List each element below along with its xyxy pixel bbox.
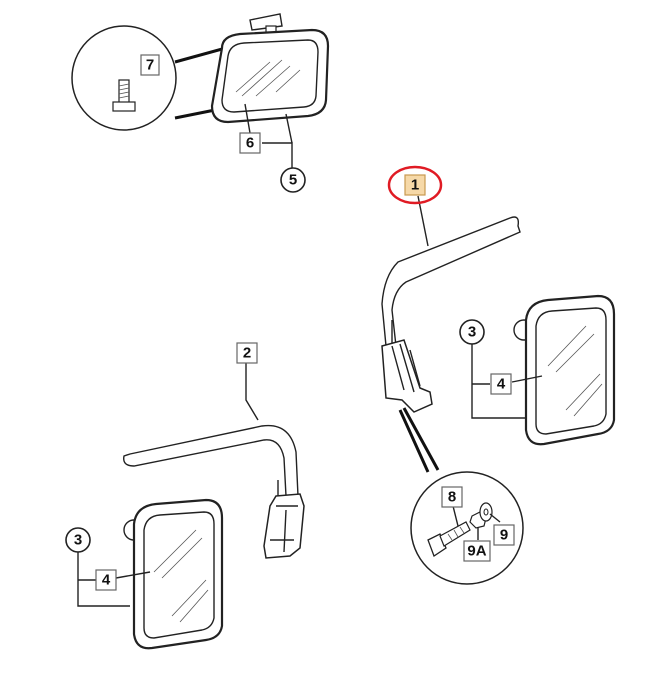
callout-3-left-ring <box>65 527 91 553</box>
mirror-arm-2 <box>123 362 305 559</box>
exterior-mirror-right <box>471 294 616 446</box>
callout-7-box <box>140 54 160 76</box>
callout-6: 6 <box>246 135 254 152</box>
callout-5: 5 <box>289 172 297 189</box>
callout-3-right-ring <box>459 319 485 345</box>
callout-1-box <box>404 174 426 196</box>
callout-4-left-box <box>95 569 117 591</box>
callout-8: 8 <box>448 489 456 506</box>
exterior-mirror-left <box>77 498 224 650</box>
callout-7: 7 <box>146 57 154 74</box>
callout-2: 2 <box>243 345 251 362</box>
callout-5-ring <box>280 167 306 193</box>
callout-3-right: 3 <box>468 324 476 341</box>
callout-1: 1 <box>411 177 419 194</box>
detail-inset-bolt-8 <box>410 471 524 585</box>
callout-4-left: 4 <box>102 572 111 589</box>
interior-mirror <box>210 13 330 170</box>
callout-2-box <box>236 342 258 364</box>
callout-4-right-box <box>490 373 512 395</box>
callout-9-box <box>493 524 515 546</box>
mirror-arm-1 <box>381 195 521 473</box>
highlight-ring <box>387 165 443 205</box>
callout-3-left: 3 <box>74 532 82 549</box>
callout-8-box <box>441 486 463 508</box>
callout-9a: 9A <box>467 543 486 560</box>
callout-9: 9 <box>500 527 508 544</box>
callout-9a-box <box>463 540 491 562</box>
callout-4-right: 4 <box>497 376 506 393</box>
callout-6-box <box>239 132 261 154</box>
